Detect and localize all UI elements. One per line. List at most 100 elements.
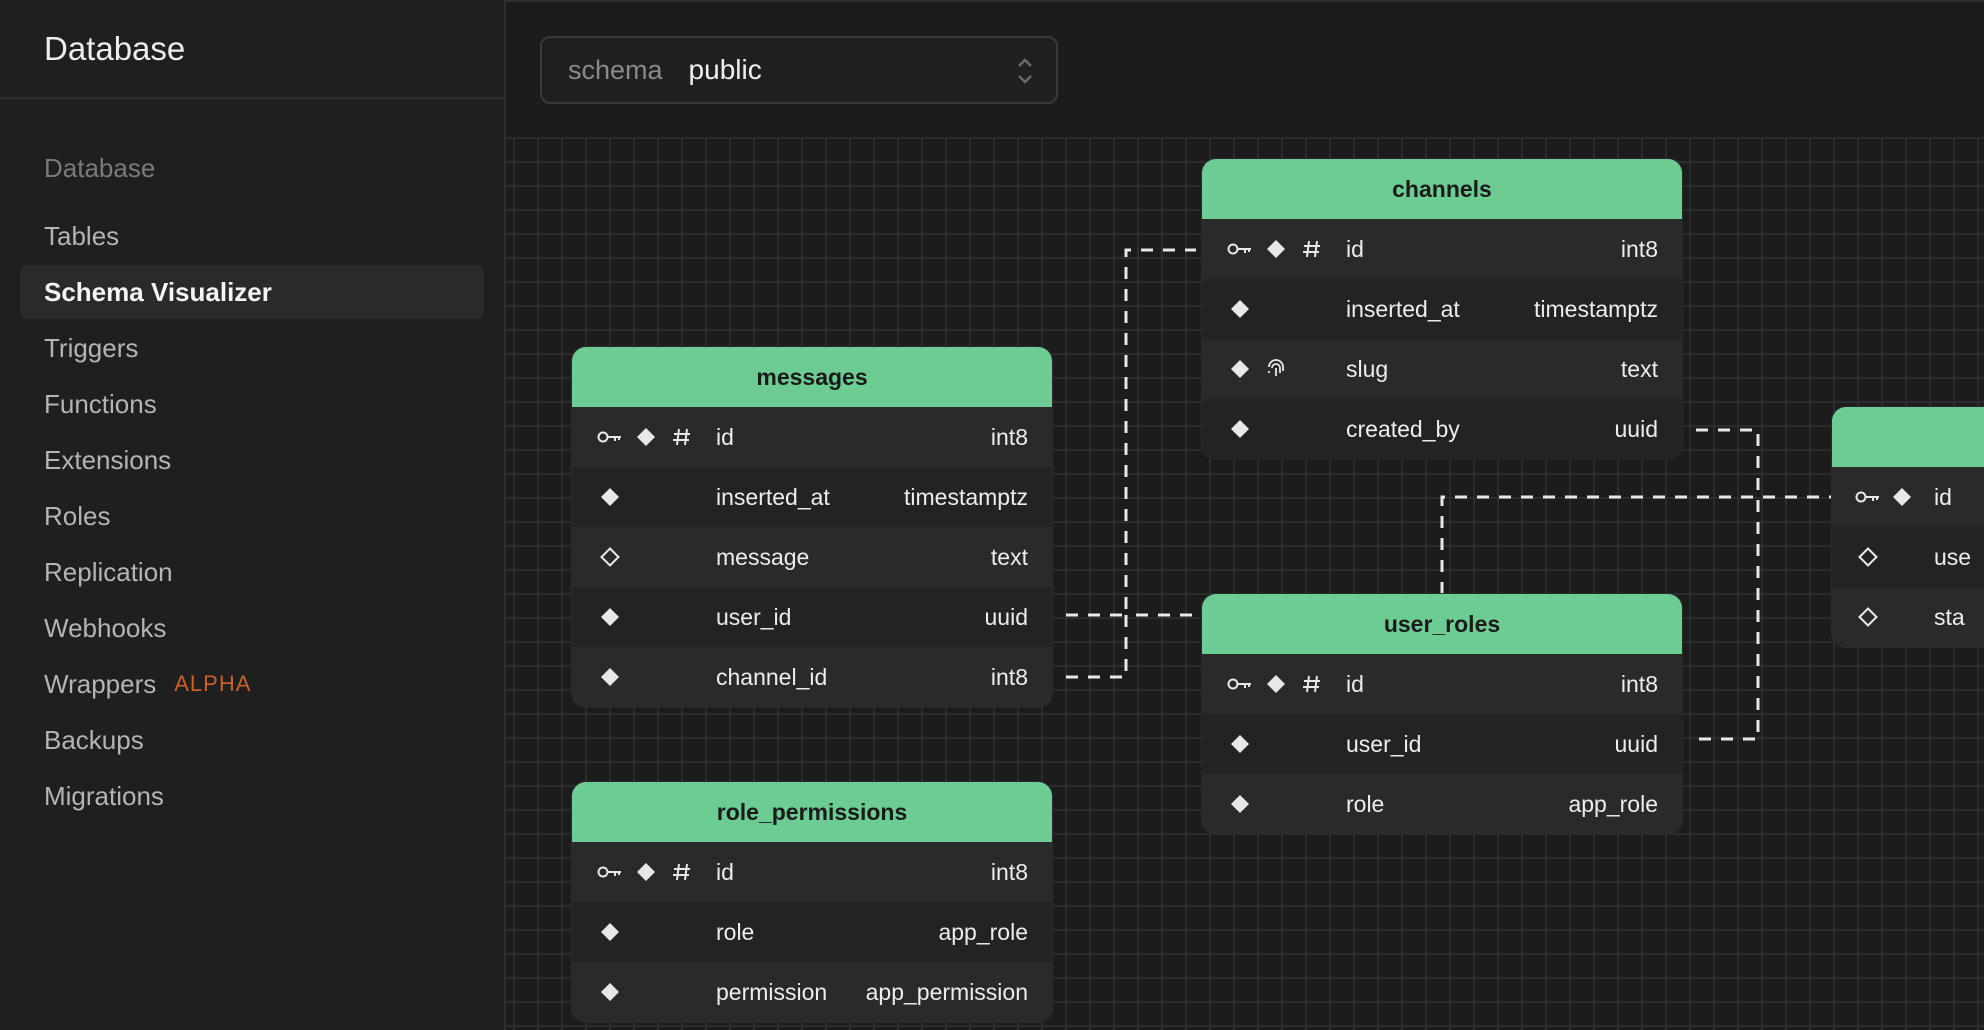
hash-icon [1298, 670, 1326, 698]
diamond-filled-icon [1226, 415, 1254, 443]
diamond-outline-icon [596, 543, 624, 571]
diamond-filled-icon [596, 603, 624, 631]
sidebar-item-functions[interactable]: Functions [20, 377, 484, 431]
column-type: uuid [1614, 730, 1658, 757]
table-row[interactable]: permission app_permission [572, 962, 1052, 1022]
hash-icon [668, 858, 696, 886]
sidebar-item-roles[interactable]: Roles [20, 489, 484, 543]
sidebar-item-extensions[interactable]: Extensions [20, 433, 484, 487]
table-role-permissions[interactable]: role_permissions id int8 role app_role [572, 782, 1052, 1022]
table-row[interactable]: slug text [1202, 339, 1682, 399]
schema-select-label: schema [568, 54, 663, 85]
sidebar-item-migrations[interactable]: Migrations [20, 769, 484, 823]
sidebar-item-label: Migrations [44, 780, 164, 811]
table-row[interactable]: channel_id int8 [572, 647, 1052, 707]
table-row[interactable]: user_id uuid [572, 587, 1052, 647]
column-name: id [716, 858, 734, 885]
diamond-filled-icon [1226, 355, 1254, 383]
schema-select[interactable]: schema public [540, 36, 1058, 104]
key-icon [1226, 235, 1254, 263]
sidebar-item-label: Extensions [44, 444, 172, 475]
column-name: message [716, 543, 810, 570]
sidebar-item-label: Triggers [44, 332, 139, 363]
column-name: role [1346, 790, 1385, 817]
sidebar-item-triggers[interactable]: Triggers [20, 321, 484, 375]
column-type: app_role [938, 918, 1028, 945]
key-icon [1226, 670, 1254, 698]
sidebar-header: Database [0, 0, 504, 99]
table-row[interactable]: sta [1832, 587, 1984, 647]
sidebar-item-replication[interactable]: Replication [20, 545, 484, 599]
table-partial-offscreen[interactable]: id use sta [1832, 407, 1984, 647]
sidebar-item-tables[interactable]: Tables [20, 209, 484, 263]
column-type: timestamptz [904, 483, 1028, 510]
diamond-filled-icon [632, 858, 660, 886]
table-row[interactable]: role app_role [572, 902, 1052, 962]
sidebar-nav: Database Tables Schema Visualizer Trigge… [0, 99, 504, 823]
table-messages[interactable]: messages id int8 inserted_at timestamptz [572, 347, 1052, 707]
column-type: text [1620, 355, 1658, 382]
sidebar-item-label: Tables [44, 220, 120, 251]
table-row[interactable]: message text [572, 527, 1052, 587]
table-row[interactable]: id int8 [1202, 654, 1682, 714]
column-type: int8 [1620, 235, 1658, 262]
table-header[interactable]: user_roles [1202, 594, 1682, 654]
sidebar-item-label: Backups [44, 724, 144, 755]
table-header[interactable]: role_permissions [572, 782, 1052, 842]
table-row[interactable]: created_by uuid [1202, 399, 1682, 459]
diamond-filled-icon [596, 663, 624, 691]
table-row[interactable]: id int8 [572, 842, 1052, 902]
sidebar-item-schema-visualizer[interactable]: Schema Visualizer [20, 265, 484, 319]
column-type: timestamptz [1534, 295, 1658, 322]
column-name: inserted_at [1346, 295, 1460, 322]
column-name: id [716, 423, 734, 450]
key-icon [1854, 483, 1882, 511]
column-name: role [716, 918, 755, 945]
column-name: user_id [1346, 730, 1422, 757]
table-row[interactable]: id int8 [572, 407, 1052, 467]
diamond-filled-icon [632, 423, 660, 451]
column-name: user_id [716, 603, 792, 630]
alpha-badge: ALPHA [174, 671, 252, 696]
table-row[interactable]: inserted_at timestamptz [1202, 279, 1682, 339]
sidebar-item-label: Webhooks [44, 612, 167, 643]
schema-select-value: public [688, 54, 762, 85]
table-row[interactable]: user_id uuid [1202, 714, 1682, 774]
column-type: int8 [990, 423, 1028, 450]
table-header[interactable]: messages [572, 347, 1052, 407]
diamond-filled-icon [596, 918, 624, 946]
fingerprint-icon [1262, 355, 1290, 383]
key-icon [596, 423, 624, 451]
diamond-filled-icon [1888, 483, 1916, 511]
diamond-filled-icon [1226, 295, 1254, 323]
table-row[interactable]: id int8 [1202, 219, 1682, 279]
column-name: use [1934, 543, 1972, 570]
table-row[interactable]: role app_role [1202, 774, 1682, 834]
edge-messages-channel-id [1066, 613, 1196, 679]
table-header[interactable]: channels [1202, 159, 1682, 219]
diamond-filled-icon [1226, 730, 1254, 758]
sidebar-title: Database [44, 29, 186, 67]
sidebar-item-webhooks[interactable]: Webhooks [20, 601, 484, 655]
table-header[interactable] [1832, 407, 1984, 467]
table-row[interactable]: use [1832, 527, 1984, 587]
column-type: uuid [1614, 415, 1658, 442]
table-row[interactable]: inserted_at timestamptz [572, 467, 1052, 527]
edge-user-roles-user-id [1440, 495, 1836, 594]
column-name: sta [1934, 603, 1965, 630]
sidebar-item-backups[interactable]: Backups [20, 713, 484, 767]
table-row[interactable]: id [1832, 467, 1984, 527]
column-type: int8 [990, 663, 1028, 690]
edge-messages-user-id [1066, 248, 1196, 617]
table-channels[interactable]: channels id int8 inserted_at timestamptz [1202, 159, 1682, 459]
diamond-filled-icon [596, 483, 624, 511]
column-name: permission [716, 978, 828, 1005]
diamond-filled-icon [596, 978, 624, 1006]
table-user-roles[interactable]: user_roles id int8 user_id uuid [1202, 594, 1682, 834]
diamond-outline-icon [1854, 543, 1882, 571]
schema-canvas[interactable]: channels id int8 inserted_at timestamptz [506, 137, 1984, 1030]
column-name: created_by [1346, 415, 1460, 442]
hash-icon [1298, 235, 1326, 263]
